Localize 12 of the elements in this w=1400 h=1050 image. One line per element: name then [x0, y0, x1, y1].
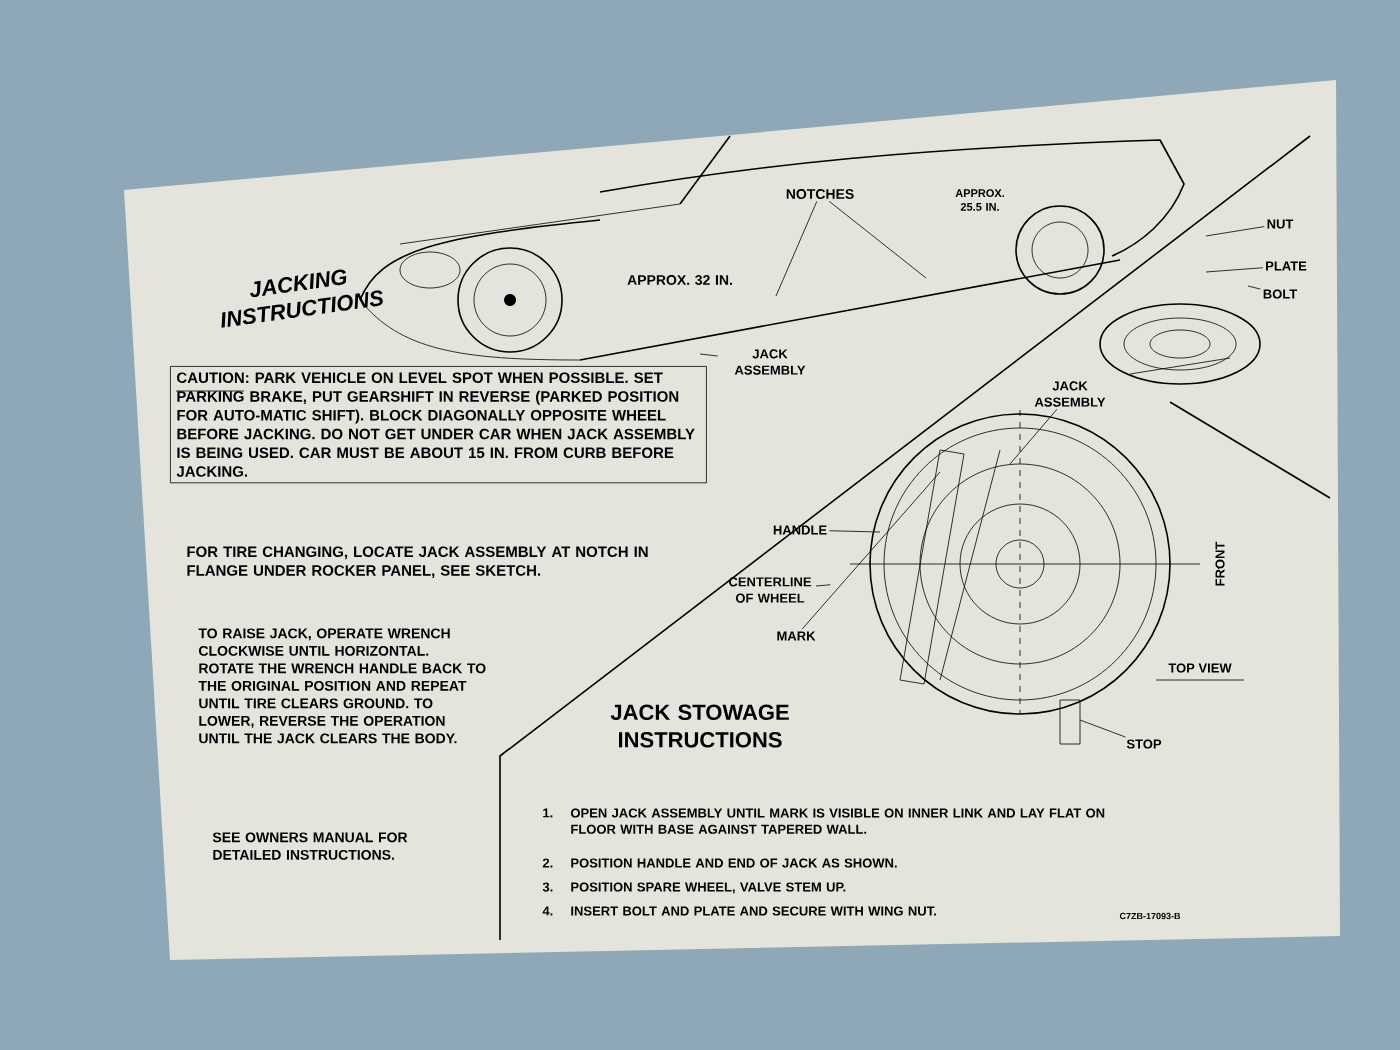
leader-line [1009, 408, 1058, 465]
leader-line [775, 200, 818, 297]
section-heading: JACK STOWAGE INSTRUCTIONS [610, 704, 789, 748]
leader-line [801, 471, 941, 630]
leader-line [1079, 719, 1126, 738]
leader-line [1205, 267, 1264, 273]
leader-line [1205, 226, 1265, 237]
leader-line [699, 353, 718, 357]
leader-line [1247, 285, 1261, 290]
leader-line [828, 200, 927, 279]
leader-line [829, 530, 881, 533]
leader-line [815, 584, 831, 587]
